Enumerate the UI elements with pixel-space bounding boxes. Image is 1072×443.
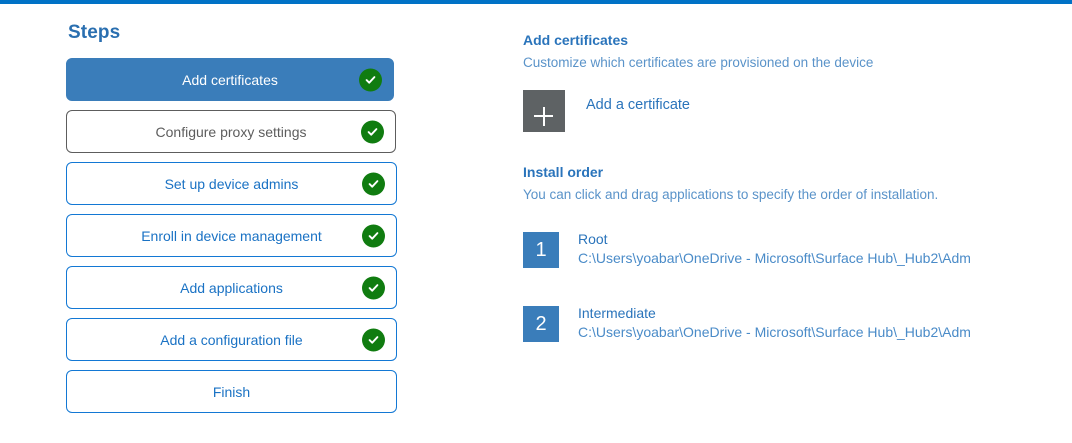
- step-label: Add certificates: [182, 71, 278, 88]
- step-label: Configure proxy settings: [155, 123, 307, 140]
- detail-panel: Add certificates Customize which certifi…: [523, 32, 1063, 380]
- check-circle-icon: [361, 120, 384, 143]
- step-button-add-applications[interactable]: Add applications: [66, 266, 397, 309]
- add-certificate-button[interactable]: Add a certificate: [523, 90, 690, 132]
- steps-title: Steps: [68, 22, 121, 43]
- install-order-section: Install order You can click and drag app…: [523, 164, 1063, 342]
- step-label: Add a configuration file: [160, 331, 303, 348]
- check-circle-icon: [362, 172, 385, 195]
- check-circle-icon: [362, 224, 385, 247]
- certificate-name: Root: [578, 231, 608, 247]
- install-order-list: 1 Root C:\Users\yoabar\OneDrive - Micros…: [523, 230, 1063, 342]
- steps-panel: Steps Add certificates Configure proxy s…: [66, 22, 406, 422]
- order-item-text: Intermediate C:\Users\yoabar\OneDrive - …: [578, 304, 971, 342]
- check-circle-icon: [359, 68, 382, 91]
- page-subtitle: Customize which certificates are provisi…: [523, 55, 874, 70]
- order-number-badge: 2: [523, 306, 559, 342]
- certificate-path: C:\Users\yoabar\OneDrive - Microsoft\Sur…: [578, 250, 971, 266]
- step-button-configure-proxy-settings[interactable]: Configure proxy settings: [66, 110, 396, 153]
- list-item[interactable]: 1 Root C:\Users\yoabar\OneDrive - Micros…: [523, 230, 1023, 268]
- install-order-subtitle: You can click and drag applications to s…: [523, 187, 939, 202]
- check-circle-icon: [362, 328, 385, 351]
- order-number-badge: 1: [523, 232, 559, 268]
- step-button-set-up-device-admins[interactable]: Set up device admins: [66, 162, 397, 205]
- step-label: Enroll in device management: [141, 227, 322, 244]
- install-order-title: Install order: [523, 164, 604, 180]
- step-button-add-a-configuration-file[interactable]: Add a configuration file: [66, 318, 397, 361]
- certificate-path: C:\Users\yoabar\OneDrive - Microsoft\Sur…: [578, 324, 971, 340]
- step-button-add-certificates[interactable]: Add certificates: [66, 58, 394, 101]
- step-label: Set up device admins: [164, 175, 299, 192]
- certificate-name: Intermediate: [578, 305, 656, 321]
- top-accent-bar: [0, 0, 1072, 4]
- step-button-finish[interactable]: Finish: [66, 370, 397, 413]
- order-item-text: Root C:\Users\yoabar\OneDrive - Microsof…: [578, 230, 971, 268]
- step-label: Finish: [212, 383, 251, 400]
- list-item[interactable]: 2 Intermediate C:\Users\yoabar\OneDrive …: [523, 304, 1023, 342]
- add-certificate-label: Add a certificate: [586, 97, 690, 113]
- step-label: Add applications: [180, 279, 283, 296]
- plus-icon: [523, 90, 565, 132]
- step-button-enroll-in-device-management[interactable]: Enroll in device management: [66, 214, 397, 257]
- check-circle-icon: [362, 276, 385, 299]
- page-title: Add certificates: [523, 32, 629, 48]
